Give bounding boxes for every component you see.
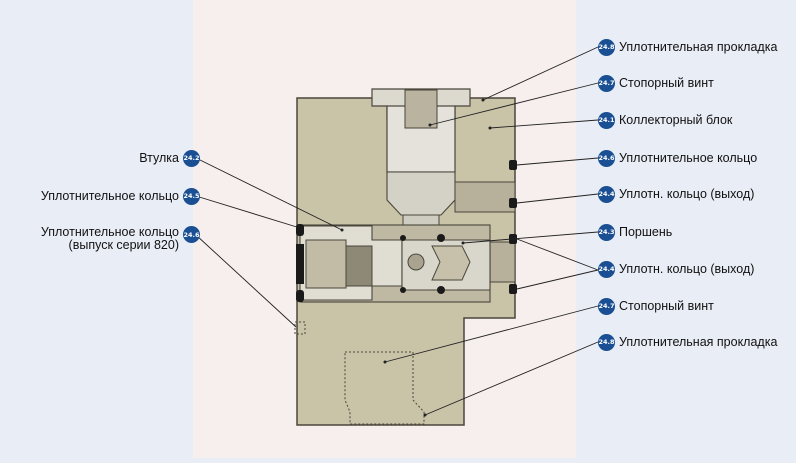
callout-label: Поршень (619, 224, 673, 239)
callout-gasket-top: 24.8 Уплотнительная прокладка (598, 38, 777, 56)
piston-head (431, 245, 471, 281)
callout-number-badge: 24.8 (598, 38, 615, 56)
callout-oring-outlet-2: 24.4 Уплотн. кольцо (выход) (598, 260, 754, 278)
leader-2 (429, 82, 599, 126)
callout-label-line2: (выпуск серии 820) (68, 238, 179, 252)
hidden-screw (344, 351, 425, 425)
callout-label: Уплотнительная прокладка (619, 39, 778, 54)
callout-label: Втулка (139, 150, 179, 165)
piston-seal-bottom (437, 286, 445, 294)
callout-stop-screw-top: 24.7 Стопорный винт (598, 74, 714, 92)
callout-label: Уплотн. кольцо (выход) (619, 186, 755, 201)
callout-manifold-block: 24.1 Коллекторный блок (598, 111, 732, 129)
piston-seal-left-bottom (400, 287, 406, 293)
callout-stop-screw-bottom: 24.7 Стопорный винт (598, 297, 714, 315)
callout-number-badge: 24.6 (598, 149, 615, 167)
top-screw-bore (404, 89, 438, 129)
callout-number-badge: 24.2 (183, 149, 200, 167)
leader-end (461, 241, 465, 245)
bushing-bore (305, 239, 347, 289)
leader-3 (489, 119, 599, 129)
leader-1 (482, 46, 599, 101)
leader-8 (384, 305, 599, 363)
callout-bushing: 24.2 Втулка (139, 149, 200, 167)
callout-number-badge: 24.7 (598, 74, 615, 92)
center-plug (386, 171, 456, 216)
callout-label: Уплотнительная прокладка (619, 334, 778, 349)
seal-bushing-bottom (296, 290, 304, 302)
callout-label: Стопорный винт (619, 298, 714, 313)
leader-6 (462, 231, 599, 244)
callout-oring-outlet-1: 24.4 Уплотн. кольцо (выход) (598, 185, 754, 203)
callout-oring-manifold: 24.6 Уплотнительное кольцо (598, 149, 757, 167)
callout-label: Уплотнительное кольцо (выпуск серии 820) (41, 226, 179, 252)
callout-label: Коллекторный блок (619, 112, 733, 127)
callout-gasket-bottom: 24.8 Уплотнительная прокладка (598, 333, 777, 351)
callout-number-badge: 24.8 (598, 333, 615, 351)
callout-number-badge: 24.3 (598, 223, 615, 241)
leader-7a (516, 238, 599, 271)
leader-end (383, 360, 387, 364)
seal-outlet-upper (509, 198, 517, 208)
callout-number-badge: 24.4 (598, 185, 615, 203)
leader-7b (516, 269, 599, 290)
callout-label-line1: Уплотнительное кольцо (40, 225, 179, 239)
callout-number-badge: 24.7 (598, 297, 615, 315)
leader-4 (516, 157, 599, 166)
piston-hole (407, 253, 425, 271)
leader-10 (195, 157, 343, 231)
leader-lines (195, 46, 599, 416)
callout-number-badge: 24.5 (183, 187, 200, 205)
leader-12 (195, 234, 297, 328)
outlet-port-lower (489, 241, 516, 283)
callout-oring-bushing: 24.5 Уплотнительное кольцо (41, 187, 200, 205)
leader-ends (340, 98, 492, 417)
callout-label: Уплотнительное кольцо (619, 150, 758, 165)
hidden-oring (294, 321, 306, 335)
leader-5 (516, 193, 599, 204)
callout-label: Уплотнительное кольцо (40, 188, 179, 203)
callout-label: Уплотн. кольцо (выход) (619, 261, 755, 276)
seal-820 (296, 244, 304, 284)
leader-11 (195, 195, 301, 229)
callout-label: Стопорный винт (619, 75, 714, 90)
leader-end (340, 228, 344, 232)
leader-9 (424, 341, 599, 416)
leader-end (481, 98, 485, 102)
bushing-inner (345, 245, 373, 287)
callout-piston: 24.3 Поршень (598, 223, 672, 241)
piston-seal-left-top (400, 235, 406, 241)
seal-bushing-top (296, 224, 304, 236)
piston-seal-top (437, 234, 445, 242)
leader-end (423, 413, 427, 417)
seal-manifold (509, 160, 517, 170)
leader-end (428, 123, 432, 127)
callout-oring-820: 24.6 Уплотнительное кольцо (выпуск серии… (41, 226, 200, 254)
callout-number-badge: 24.4 (598, 260, 615, 278)
leader-end (488, 126, 492, 130)
callout-number-badge: 24.6 (183, 226, 200, 243)
outlet-port-upper (454, 181, 516, 213)
seal-outlet-lower (509, 284, 517, 294)
callout-number-badge: 24.1 (598, 111, 615, 129)
